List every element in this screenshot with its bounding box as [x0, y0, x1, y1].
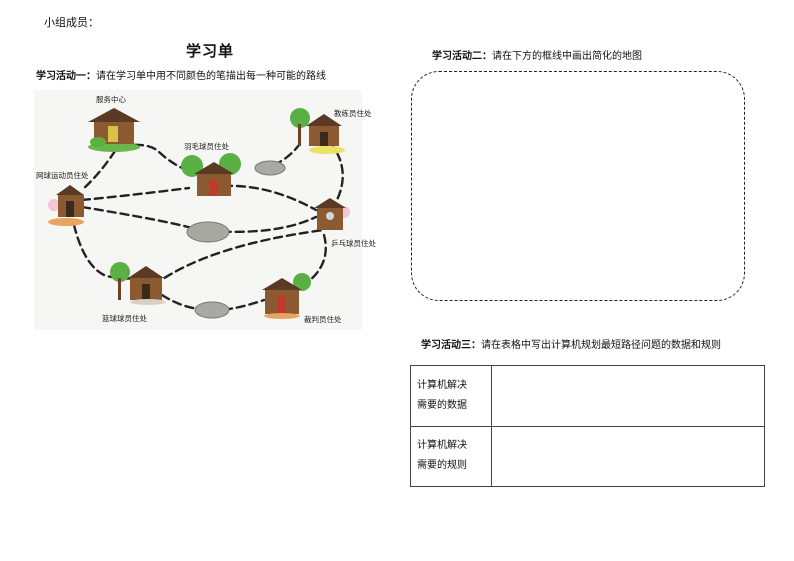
map-drawing-area[interactable] — [411, 71, 745, 301]
label-basketball-residence: 篮球球员住处 — [102, 314, 147, 323]
page-title: 学习单 — [186, 42, 235, 60]
house-service — [88, 108, 140, 147]
activity-2-text: 请在下方的框线中画出简化的地图 — [492, 51, 642, 62]
route-tennis-badminton — [80, 186, 191, 202]
grass-tennis — [48, 218, 84, 226]
house-basketball — [110, 262, 166, 305]
rocks — [186, 160, 286, 319]
route-basketball-pingpong — [152, 228, 326, 287]
house-badminton — [181, 153, 241, 196]
rock-bottom — [194, 301, 230, 319]
rock-top — [254, 160, 286, 176]
route-badminton-pingpong — [222, 184, 318, 212]
map-background — [34, 90, 362, 330]
data-rules-table: 计算机解决需要的数据 计算机解决需要的规则 — [410, 365, 765, 487]
group-members-label: 小组成员： — [44, 16, 99, 29]
activity-3-text: 请在表格中写出计算机规划最短路径问题的数据和规则 — [481, 340, 721, 351]
rules-answer-cell[interactable] — [491, 425, 765, 487]
label-service-center: 服务中心 — [96, 95, 126, 104]
route-map-drawing — [34, 90, 362, 330]
grass-coach — [309, 146, 345, 154]
row-header-rules: 计算机解决需要的规则 — [410, 425, 492, 487]
activity-1-label: 学习活动一： — [36, 71, 96, 82]
activity-3-label: 学习活动三： — [421, 340, 481, 351]
label-badminton-residence: 羽毛球员住处 — [184, 142, 229, 151]
label-coach-residence: 教练员住处 — [334, 109, 372, 118]
row-header-data: 计算机解决需要的数据 — [410, 365, 492, 427]
house-pingpong — [314, 198, 350, 230]
activity-1-instruction: 学习活动一：请在学习单中用不同颜色的笔描出每一种可能的路线 — [36, 67, 326, 82]
label-tennis-residence: 网球运动员住处 — [36, 171, 89, 180]
activity-1-text: 请在学习单中用不同颜色的笔描出每一种可能的路线 — [96, 71, 326, 82]
data-answer-cell[interactable] — [491, 365, 765, 427]
activity-2-instruction: 学习活动二：请在下方的框线中画出简化的地图 — [432, 47, 642, 62]
label-pingpong-residence: 乒乓球员住处 — [331, 239, 376, 248]
activity-3-instruction: 学习活动三：请在表格中写出计算机规划最短路径问题的数据和规则 — [421, 336, 721, 351]
table-row: 计算机解决需要的数据 — [410, 365, 765, 427]
house-referee — [262, 273, 311, 319]
rock-middle — [186, 221, 230, 243]
route-map: 服务中心 教练员住处 羽毛球员住处 网球运动员住处 乒乓球员住处 篮球球员住处 … — [34, 90, 376, 330]
label-referee-residence: 裁判员住处 — [304, 315, 342, 324]
table-row: 计算机解决需要的规则 — [410, 425, 765, 487]
house-tennis — [48, 185, 84, 217]
house-coach — [290, 108, 342, 146]
activity-2-label: 学习活动二： — [432, 51, 492, 62]
